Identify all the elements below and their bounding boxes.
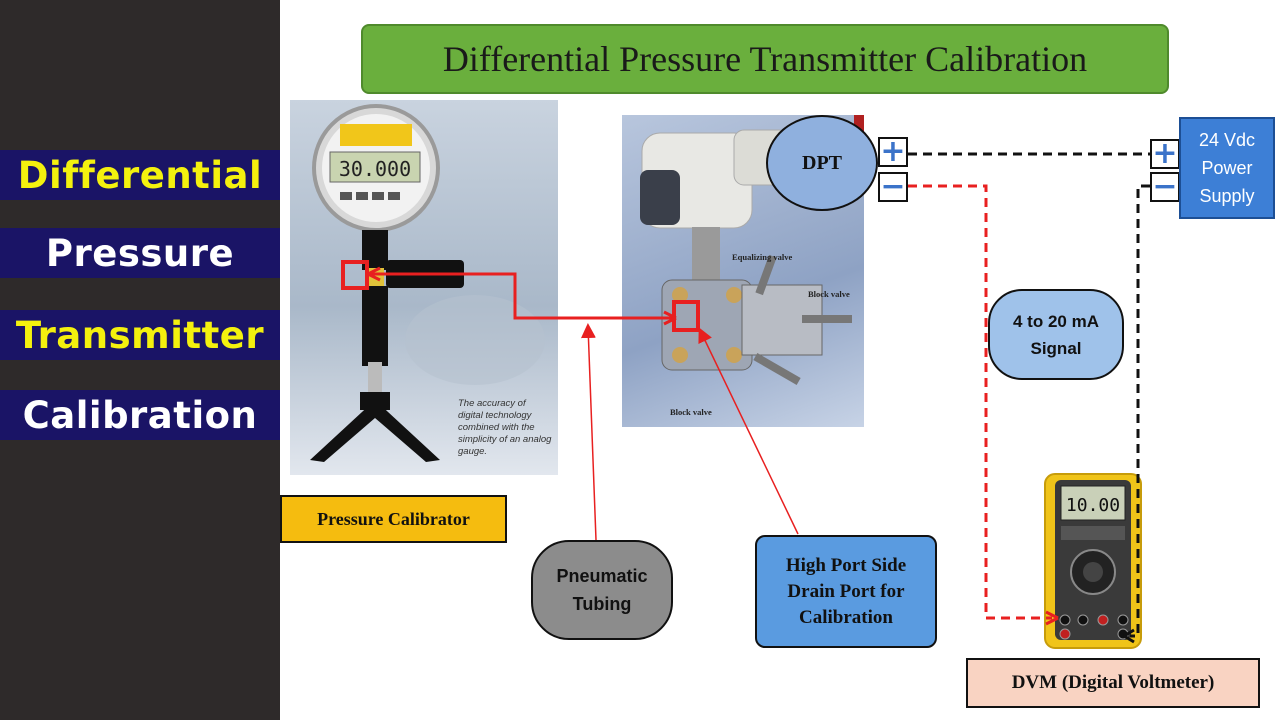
pneumatic-tubing-line <box>368 272 676 320</box>
sidebar: Differential Pressure Transmitter Calibr… <box>0 0 280 720</box>
block-valve-right-label: Block valve <box>808 289 850 299</box>
supply-plus-terminal: + <box>1150 139 1180 169</box>
return-wire-black <box>1130 184 1150 638</box>
tubing-pointer <box>580 323 597 541</box>
sidebar-word-transmitter: Transmitter <box>0 310 280 360</box>
dpt-plus-terminal: + <box>878 137 908 167</box>
dpt-illustration: Equalizing valve Block valve Block valve <box>640 115 864 417</box>
pressure-calibrator-label: Pressure Calibrator <box>280 495 507 543</box>
sidebar-word-differential: Differential <box>0 150 280 200</box>
power-supply-box: 24 Vdc Power Supply <box>1179 117 1275 219</box>
calibrator-port-marker <box>341 260 369 290</box>
dvm-label: DVM (Digital Voltmeter) <box>966 658 1260 708</box>
supply-minus-terminal: − <box>1150 172 1180 202</box>
dpt-label: DPT <box>766 115 878 211</box>
pressure-calibrator-photo: 30.000 The accuracy of digital technolog… <box>290 100 558 475</box>
gauge-reading: 30.000 <box>339 157 411 181</box>
sidebar-word-calibration: Calibration <box>0 390 280 440</box>
high-port-pointer <box>698 327 799 535</box>
diagram-title: Differential Pressure Transmitter Calibr… <box>361 24 1169 94</box>
calibrator-caption: The accuracy of digital technology combi… <box>458 398 552 457</box>
dpt-port-marker <box>672 300 700 332</box>
pneumatic-tubing-label: Pneumatic Tubing <box>531 540 673 640</box>
equalizing-valve-label: Equalizing valve <box>732 252 792 262</box>
signal-wire-red <box>908 184 1052 620</box>
tubing-arrow-left <box>367 266 381 282</box>
signal-label: 4 to 20 mA Signal <box>988 289 1124 380</box>
sidebar-word-pressure: Pressure <box>0 228 280 278</box>
dvm-reading: 10.00 <box>1066 495 1120 516</box>
high-port-label: High Port Side Drain Port for Calibratio… <box>755 535 937 648</box>
pressure-calibrator-illustration: 30.000 <box>310 104 545 462</box>
block-valve-bottom-label: Block valve <box>670 407 712 417</box>
dpt-minus-terminal: − <box>878 172 908 202</box>
